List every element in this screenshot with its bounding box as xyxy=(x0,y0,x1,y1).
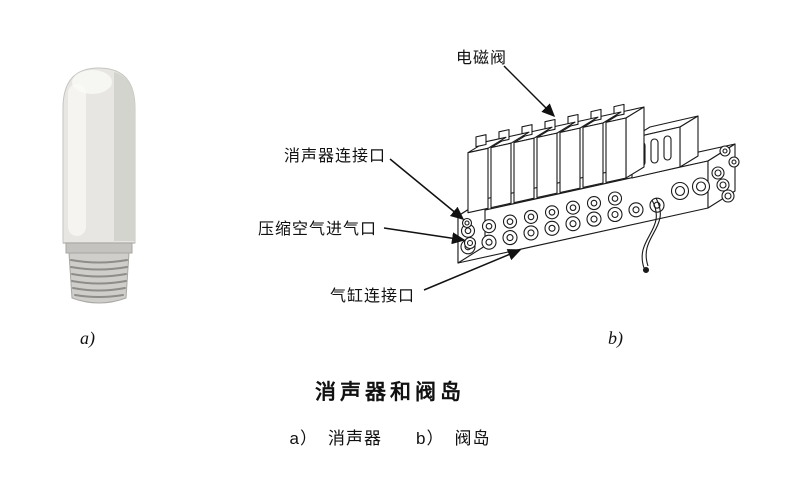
muffler-port-label: 消声器连接口 xyxy=(284,148,387,165)
subcaption-item-b: b） 阀岛 xyxy=(416,424,490,449)
muffler-thread xyxy=(65,242,133,304)
figure-subcaption: a） 消声器 b） 阀岛 xyxy=(0,424,780,449)
cylinder-port-row-top xyxy=(460,191,623,238)
left-face-ports xyxy=(461,217,477,250)
cylinder-port-label: 气缸连接口 xyxy=(330,288,416,305)
subcaption-a-key: a） xyxy=(289,429,318,448)
valve-island-drawing xyxy=(457,103,740,274)
muffler-body xyxy=(62,67,136,244)
panel-a-label: a) xyxy=(80,328,95,348)
muffler-photo xyxy=(62,67,136,304)
solenoid-valve-row xyxy=(467,103,645,214)
cylinder-port-row-bottom xyxy=(460,177,711,255)
cable xyxy=(641,197,661,274)
subcaption-b-text: 阀岛 xyxy=(454,429,491,448)
solenoid-valve-label: 电磁阀 xyxy=(456,50,508,67)
panel-b-label: b) xyxy=(608,328,623,348)
subcaption-b-key: b） xyxy=(416,429,445,448)
compressed-air-inlet-label: 压缩空气进气口 xyxy=(258,221,378,238)
subcaption-a-text: 消声器 xyxy=(328,429,382,448)
right-end-fittings xyxy=(711,166,735,203)
figure-caption: 消声器和阀岛 xyxy=(315,381,465,404)
subcaption-item-a: a） 消声器 xyxy=(290,424,382,449)
